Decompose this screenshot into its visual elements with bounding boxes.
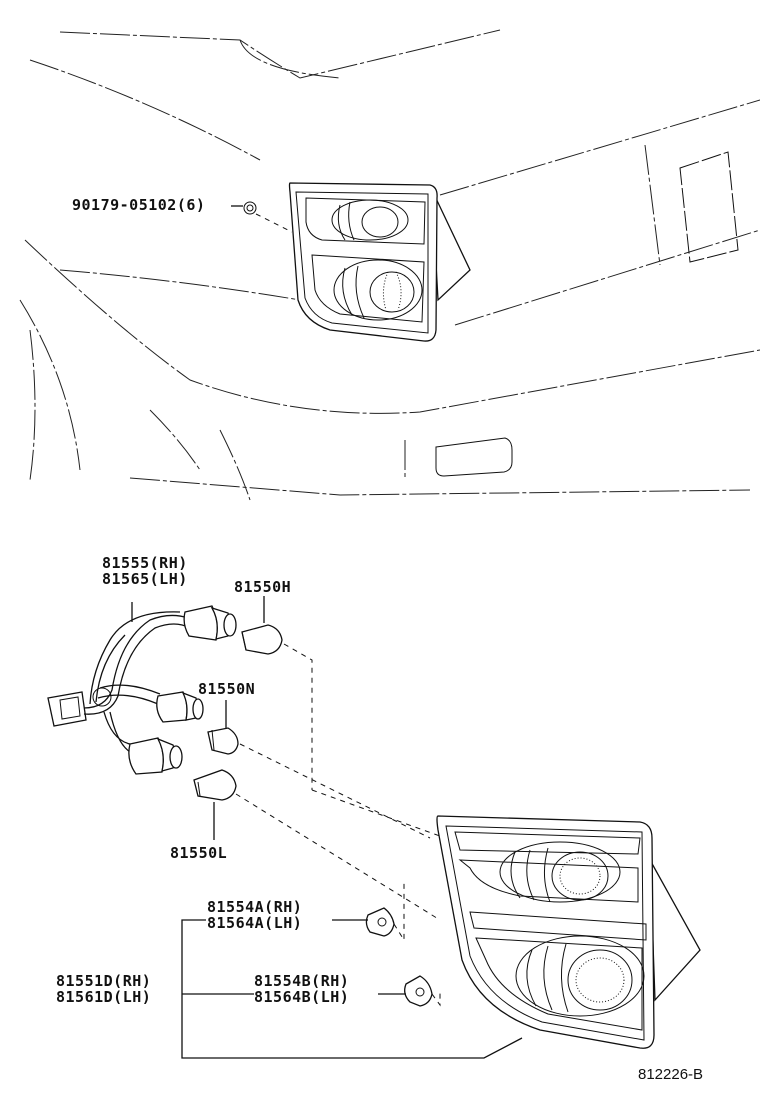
tail-lamp-installed	[288, 182, 471, 342]
label-gasket-a-rh: 81554A(RH)	[207, 898, 302, 916]
label-gasket-b-lh: 81564B(LH)	[254, 988, 349, 1006]
tail-lamp-exploded	[436, 815, 701, 1049]
bulb-81550h	[241, 596, 313, 790]
socket-wire-assembly	[47, 602, 237, 775]
gasket-81554a	[332, 880, 405, 942]
bulb-81550n	[207, 700, 431, 839]
label-socket-lh: 81565(LH)	[102, 570, 188, 588]
label-bulb-l: 81550L	[170, 844, 227, 862]
lens-leader-bracket	[181, 919, 523, 1059]
label-gasket-a-lh: 81564A(LH)	[207, 914, 302, 932]
label-lens-lh: 81561D(LH)	[56, 988, 151, 1006]
car-body-outline	[19, 29, 760, 501]
label-socket-rh: 81555(RH)	[102, 554, 188, 572]
label-nut: 90179-05102(6)	[72, 196, 205, 214]
label-gasket-b-rh: 81554B(RH)	[254, 972, 349, 990]
label-bulb-n: 81550N	[198, 680, 255, 698]
label-bulb-h: 81550H	[234, 578, 291, 596]
bulb-81550l	[193, 769, 441, 921]
nut-90179-05102	[231, 201, 293, 233]
gasket-81554b	[378, 975, 441, 1007]
label-lens-rh: 81551D(RH)	[56, 972, 151, 990]
diagram-code: 812226-B	[638, 1066, 703, 1083]
